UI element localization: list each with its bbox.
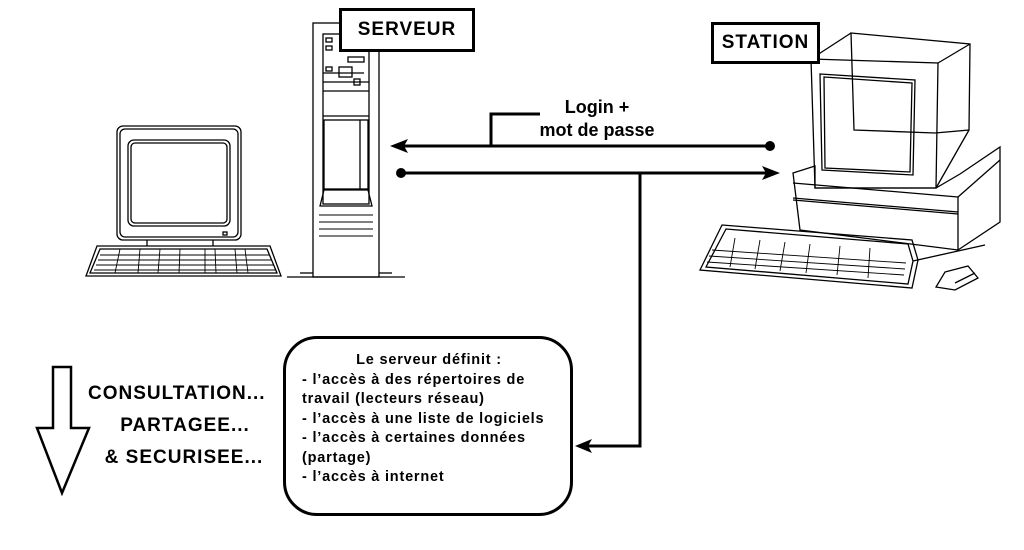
slogan-line-1: CONSULTATION... (88, 383, 266, 404)
slogan-line-3: & SECURISEE... (104, 447, 264, 468)
info-line: - l’accès à une liste de logiciels (302, 410, 545, 427)
station-label: STATION (711, 22, 820, 64)
branch-line (586, 173, 642, 448)
info-line: - l’accès à des répertoires de (302, 371, 526, 388)
info-line: travail (lecteurs réseau) (302, 391, 485, 407)
left-computer-icon (85, 125, 282, 277)
info-line: - l’accès à internet (302, 469, 445, 485)
server-definitions-box: Le serveur définit : - l’accès à des rép… (283, 336, 573, 516)
slogan: CONSULTATION... PARTAGEE... & SECURISEE.… (80, 378, 280, 474)
slogan-line-2: PARTAGEE... (120, 415, 250, 436)
arrow-head-to-server (390, 139, 408, 153)
login-callout-line (489, 112, 540, 146)
login-label-line2: mot de passe (539, 120, 655, 140)
login-label-line1: Login + (564, 97, 630, 117)
workstation-icon (698, 32, 1001, 291)
server-label: SERVEUR (339, 8, 475, 52)
station-dot (765, 141, 775, 151)
login-label: Login + mot de passe (522, 96, 672, 142)
down-arrow-icon (35, 365, 91, 497)
tower-server-icon (287, 22, 405, 278)
arrow-head-to-station (762, 166, 780, 180)
info-line: - l’accès à certaines données (302, 430, 526, 446)
info-box-title: Le serveur définit : (356, 352, 502, 368)
server-dot (396, 168, 406, 178)
info-line: (partage) (302, 449, 372, 466)
arrow-head-to-box (575, 439, 592, 453)
